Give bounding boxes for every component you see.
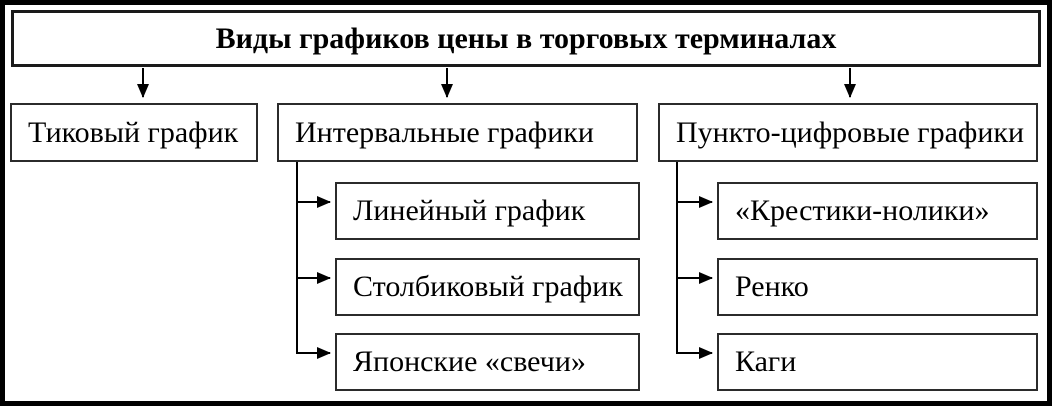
node-bar-chart-label: Столбиковый график [353,270,623,303]
node-tick-chart: Тиковый график [10,103,258,162]
node-point-figure-charts: Пункто-цифровые графики [658,103,1038,162]
node-crosses-noughts-label: «Крестики-нолики» [735,194,990,227]
node-japanese-candles-label: Японские «свечи» [353,345,586,378]
node-tick-chart-label: Тиковый график [28,115,239,149]
node-kagi-label: Каги [735,345,797,378]
node-japanese-candles: Японские «свечи» [335,333,640,391]
node-crosses-noughts: «Крестики-нолики» [717,182,1038,240]
title-box: Виды графиков цены в торговых терминалах [11,10,1041,67]
node-renko-label: Ренко [735,270,809,303]
node-interval-charts-label: Интервальные графики [295,115,594,149]
node-renko: Ренко [717,258,1038,316]
node-line-chart-label: Линейный график [353,194,586,227]
diagram-title: Виды графиков цены в торговых терминалах [215,21,837,55]
node-interval-charts: Интервальные графики [277,103,638,162]
node-bar-chart: Столбиковый график [335,258,640,316]
node-point-figure-charts-label: Пункто-цифровые графики [676,115,1025,149]
node-line-chart: Линейный график [335,182,640,240]
node-kagi: Каги [717,333,1038,391]
